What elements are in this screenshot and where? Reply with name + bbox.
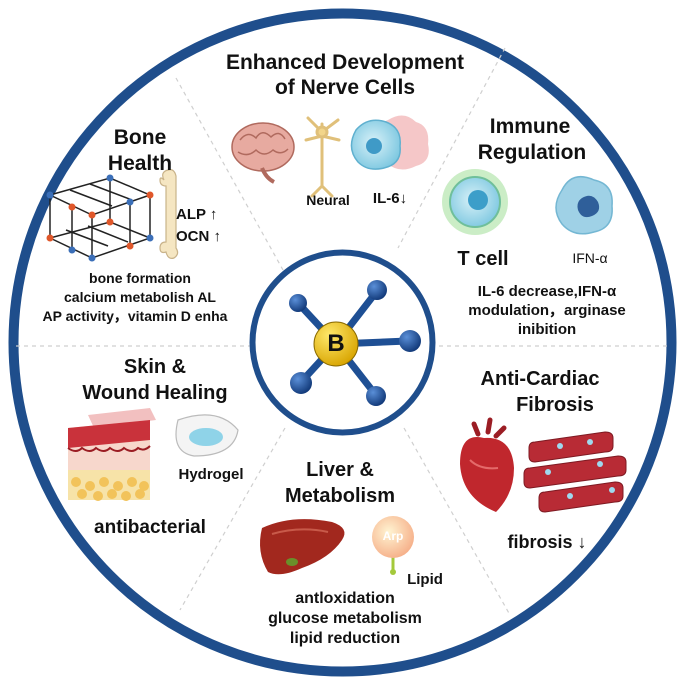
nerve-title-line-2: of Nerve Cells — [274, 76, 416, 99]
boron-molecule-icon — [289, 280, 421, 406]
t-cell-label: T cell — [457, 248, 509, 270]
alp-label: ALP ↑ — [176, 206, 218, 223]
skin-tissue-icon — [67, 408, 156, 501]
neuron-icon — [304, 116, 341, 198]
heart-icon — [460, 417, 514, 512]
brain-icon — [231, 122, 295, 184]
ifn-cell-icon — [555, 175, 613, 235]
cardiac-title-line-1: Anti-Cardiac — [480, 368, 600, 390]
liver-title-line-2: Metabolism — [284, 485, 396, 507]
center-letter: B — [327, 330, 345, 357]
skin-title-line-2: Wound Healing — [82, 382, 228, 404]
ocn-label: OCN ↑ — [176, 228, 221, 245]
bone-desc-line-1: bone formation — [89, 270, 191, 286]
bone-title-line-2: Health — [107, 152, 173, 175]
bone-icon — [159, 169, 179, 259]
liver-title-line-1: Liver & — [306, 459, 374, 481]
bone-desc-line-2: calcium metabolish AL — [64, 289, 216, 305]
liver-desc-line-2: glucose metabolism — [268, 610, 422, 627]
bone-scaffold-icon — [46, 174, 154, 262]
lipid-droplet-icon — [372, 516, 414, 575]
bone-title-line-1: Bone — [113, 126, 167, 149]
immune-cell-small-icon — [350, 115, 429, 170]
hydrogel-label: Hydrogel — [178, 466, 244, 483]
liver-icon — [260, 519, 345, 575]
hydrogel-icon — [175, 414, 239, 457]
bone-desc-line-3: AP activity，vitamin D enha — [42, 308, 228, 324]
immune-title-line-2: Regulation — [477, 141, 587, 164]
cardiac-title-line-2: Fibrosis — [516, 394, 594, 416]
liver-desc-line-3: lipid reduction — [289, 630, 401, 647]
muscle-fibers-icon — [523, 431, 627, 513]
arp-label: Arp — [382, 529, 404, 543]
sector-dividers — [16, 47, 670, 616]
skin-title-line-1: Skin & — [123, 356, 187, 378]
liver-desc-line-1: antloxidation — [295, 590, 395, 607]
il6-label: IL-6↓ — [372, 190, 408, 207]
neural-label: Neural — [306, 192, 350, 208]
immune-desc-line-3: inibition — [517, 321, 577, 338]
ifn-label: IFN-α — [572, 250, 608, 266]
nerve-title-line-1: Enhanced Development — [225, 51, 465, 74]
skin-desc: antibacterial — [94, 517, 206, 538]
immune-desc-line-2: modulation，arginase — [468, 302, 626, 319]
immune-desc-line-1: IL-6 decrease,IFN-α — [477, 283, 617, 300]
immune-title-line-1: Immune — [489, 115, 571, 138]
cardiac-desc: fibrosis ↓ — [507, 532, 587, 552]
t-cell-icon — [442, 169, 508, 235]
lipid-label: Lipid — [407, 571, 443, 588]
